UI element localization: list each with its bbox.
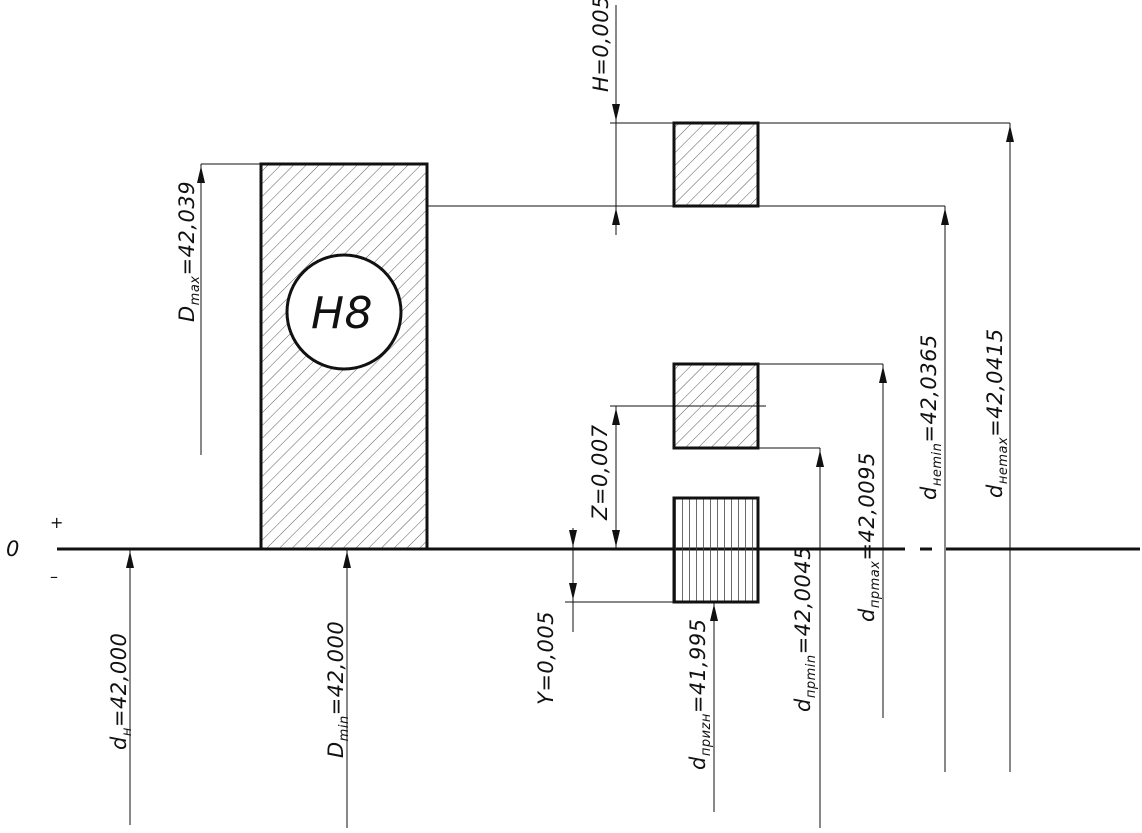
wear-limit-gauge-field [672, 121, 760, 208]
label-d-nominal: dн=42,000 [107, 633, 135, 750]
label-d-pr-max: dпрmax=42,0095 [855, 452, 883, 622]
label-Y: Y=0,005 [534, 611, 558, 705]
dimension-lines [126, 5, 1014, 828]
plus-sign: + [50, 513, 64, 532]
label-d-ne-min: dнеmin=42,0365 [917, 334, 945, 500]
minus-sign: – [50, 567, 59, 586]
zero-line-label: 0 [6, 537, 20, 561]
hole-tolerance-field: H8 [259, 162, 429, 551]
wear-gauge-field [672, 496, 760, 604]
fit-designation-circle [285, 253, 403, 371]
extension-lines [201, 122, 1010, 603]
label-d-pr-min: dпрmin=42,0045 [791, 546, 819, 712]
label-d-ne-max: dнеmax=42,0415 [983, 328, 1011, 498]
label-D-min: Dmin=42,000 [324, 621, 352, 758]
label-H: H=0,005 [589, 0, 613, 92]
label-D-max: Dmax=42,039 [175, 181, 203, 322]
label-d-pr-izn: dприzн=41,995 [686, 619, 714, 770]
hole-fit-label: H8 [311, 288, 373, 339]
label-Z: Z=0,007 [588, 424, 612, 521]
